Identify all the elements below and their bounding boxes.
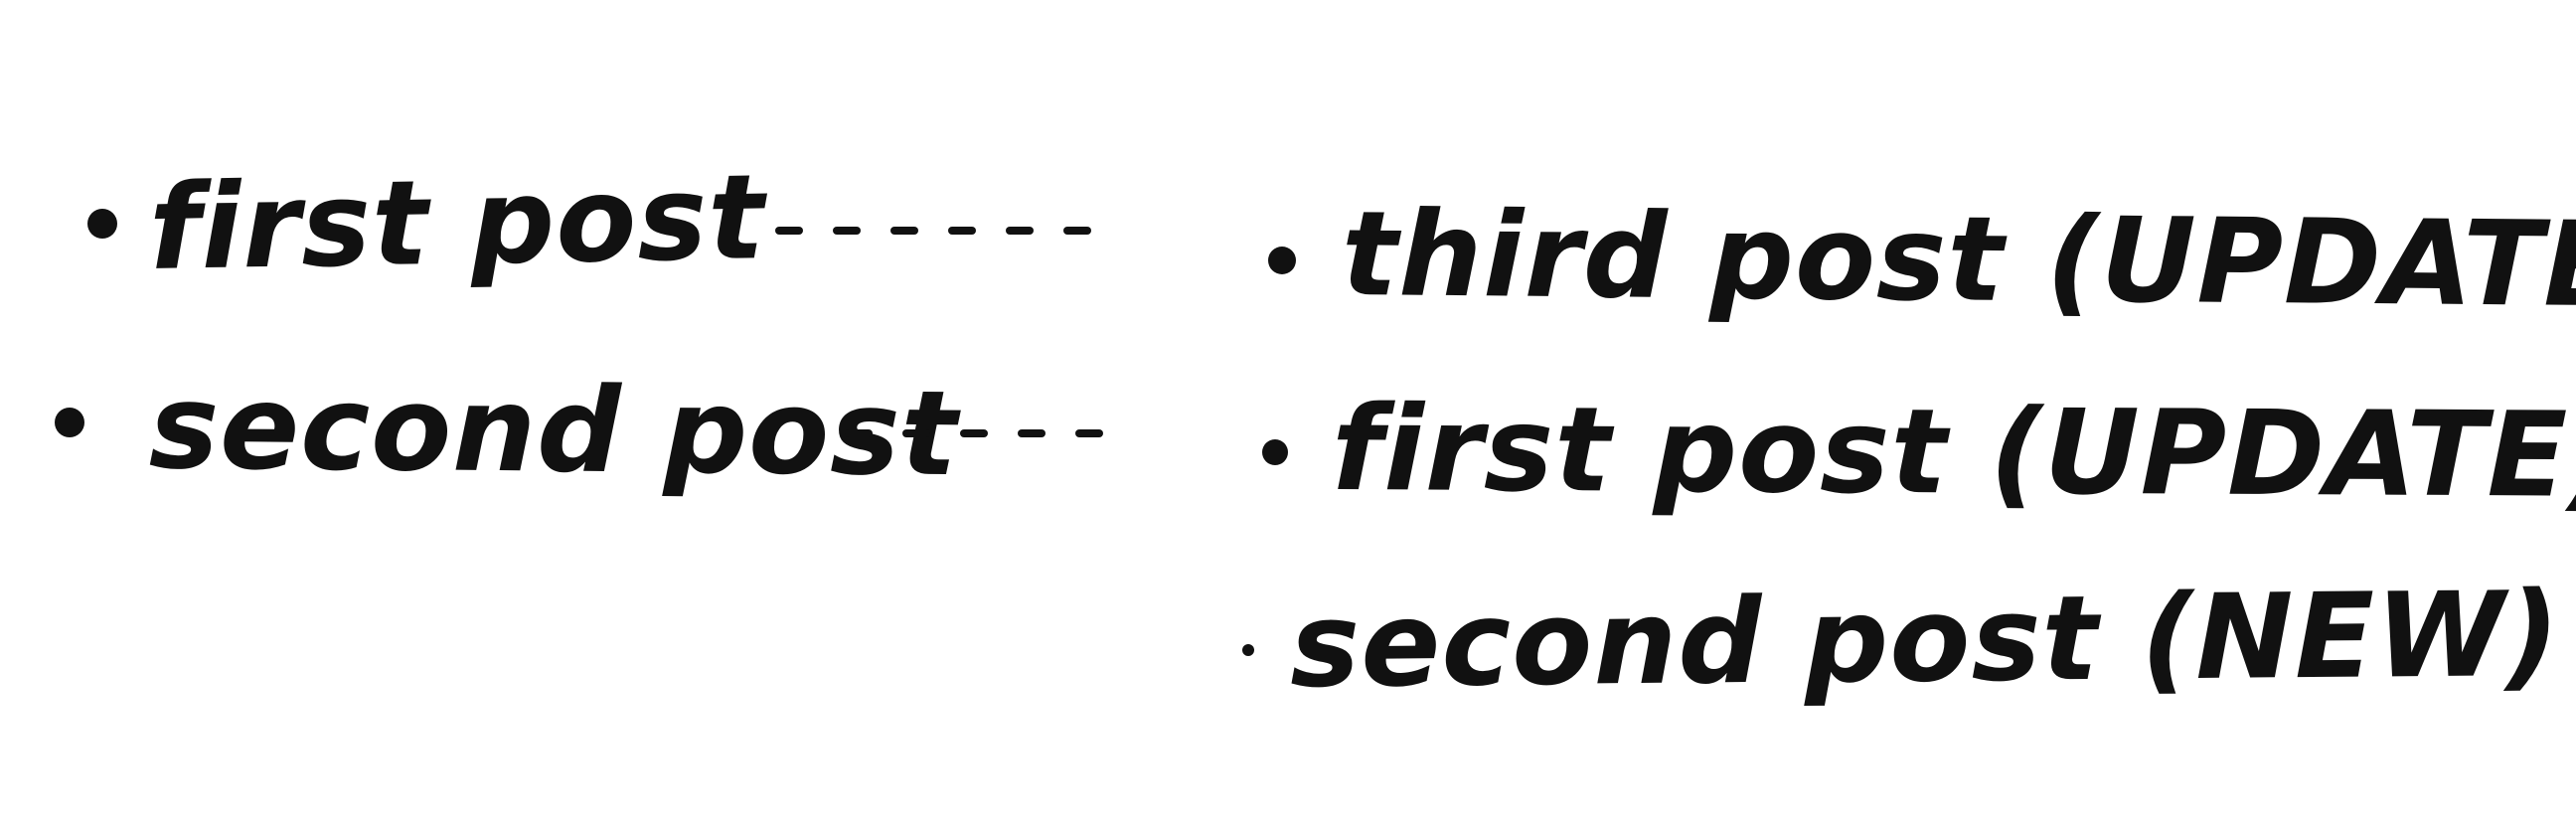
- dash-mark: [1006, 227, 1034, 235]
- right-item-second-post-new: second post (NEW): [1289, 565, 2562, 714]
- dash-mark: [902, 429, 930, 437]
- dash-mark: [960, 429, 988, 437]
- bullet-dot: [1268, 247, 1296, 274]
- dash-mark: [845, 429, 873, 437]
- dash-mark: [775, 227, 803, 235]
- dash-mark: [1075, 429, 1103, 437]
- left-item-second-post: second post: [148, 358, 959, 503]
- dashed-connector: [775, 227, 1091, 235]
- bullet-dot: [87, 209, 117, 239]
- right-item-third-post-update: third post (UPDATE): [1341, 185, 2576, 334]
- dash-mark: [890, 227, 918, 235]
- dashed-connector: [845, 429, 1103, 437]
- bullet-dot: [55, 408, 84, 437]
- bullet-dot: [1262, 439, 1288, 465]
- dash-mark: [1063, 227, 1091, 235]
- right-item-first-post-update: first post (UPDATE): [1331, 380, 2576, 524]
- bullet-dot: [1242, 644, 1254, 656]
- dash-mark: [948, 227, 976, 235]
- dash-mark: [833, 227, 861, 235]
- left-item-first-post: first post: [147, 148, 767, 296]
- dash-mark: [1018, 429, 1046, 437]
